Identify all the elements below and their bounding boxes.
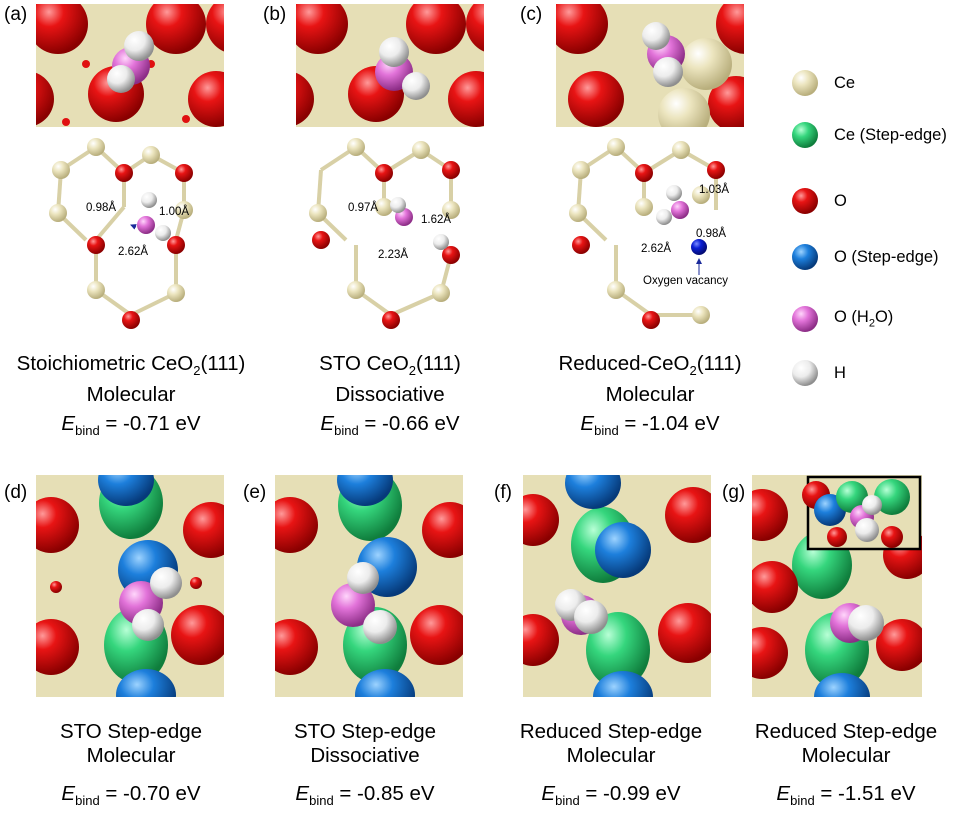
distance-label: 2.23Å — [378, 248, 408, 261]
ebind-c: Ebind = -1.04 eV — [580, 412, 720, 439]
distance-label: 0.98Å — [696, 227, 726, 240]
distance-label: 1.00Å — [159, 205, 189, 218]
distance-label: 1.03Å — [699, 183, 729, 196]
o-atom-icon — [792, 188, 818, 214]
ebind-d: Ebind = -0.70 eV — [61, 782, 201, 809]
panel-label-e: (e) — [243, 482, 267, 503]
water-molecule-d — [119, 567, 182, 641]
topology-c: 1.03Å 2.62Å 0.98Å Oxygen vacancy — [569, 138, 729, 329]
water-molecule-topo-a — [130, 192, 171, 241]
panel-label-d: (d) — [4, 482, 28, 503]
caption-c: Reduced-CeO2(111) Molecular — [558, 352, 742, 407]
water-molecule-c — [642, 22, 685, 87]
surface-image-b — [296, 4, 484, 127]
distance-label: 0.98Å — [86, 201, 116, 214]
panel-label-f: (f) — [494, 482, 512, 503]
distance-label: 2.62Å — [118, 245, 148, 258]
water-molecule-f — [555, 589, 608, 635]
panel-label-b: (b) — [263, 4, 287, 25]
legend-item-h: H — [790, 358, 846, 388]
oxygen-vacancy-marker — [691, 239, 707, 255]
surface-image-f — [523, 475, 711, 697]
water-molecule-g — [830, 603, 884, 643]
ce-step-atom-icon — [792, 122, 818, 148]
ebind-g: Ebind = -1.51 eV — [776, 782, 916, 809]
water-molecule-b — [375, 37, 430, 100]
legend-item-o-h2o: O (H2O) — [790, 304, 893, 334]
ebind-f: Ebind = -0.99 eV — [541, 782, 681, 809]
surface-image-e — [275, 475, 463, 697]
o-step-atom-icon — [792, 244, 818, 270]
ce-atom-icon — [792, 70, 818, 96]
water-molecule-topo-b — [390, 197, 449, 250]
water-molecule-topo-c — [656, 185, 689, 225]
surface-image-g — [752, 475, 922, 697]
panel-label-g: (g) — [722, 482, 746, 503]
ebind-e: Ebind = -0.85 eV — [295, 782, 435, 809]
water-molecule-e — [331, 562, 397, 644]
legend-item-ce: Ce — [790, 68, 855, 98]
caption-b: STO CeO2(111) Dissociative — [319, 352, 461, 407]
topology-a: 0.98Å 1.00Å 2.62Å — [49, 138, 193, 329]
topology-b: 0.97Å 1.62Å 2.23Å — [309, 138, 460, 329]
legend-item-o-step: O (Step-edge) — [790, 242, 939, 272]
water-molecule-a — [107, 31, 154, 93]
distance-label: 2.62Å — [641, 242, 671, 255]
ebind-b: Ebind = -0.66 eV — [320, 412, 460, 439]
distance-label: 0.97Å — [348, 201, 378, 214]
vacancy-label: Oxygen vacancy — [643, 275, 728, 287]
panel-label-c: (c) — [520, 4, 543, 25]
legend-item-o: O — [790, 186, 847, 216]
surface-image-a — [36, 4, 224, 127]
legend-item-ce-step: Ce (Step-edge) — [790, 120, 947, 150]
ebind-a: Ebind = -0.71 eV — [61, 412, 201, 439]
h-atom-icon — [792, 360, 818, 386]
inset-image-g — [802, 475, 922, 551]
panel-label-a: (a) — [4, 4, 28, 25]
surface-image-d — [36, 475, 224, 697]
distance-label: 1.62Å — [421, 213, 451, 226]
surface-image-c — [556, 4, 744, 127]
caption-a: Stoichiometric CeO2(111) Molecular — [16, 352, 246, 407]
o-h2o-atom-icon — [792, 306, 818, 332]
